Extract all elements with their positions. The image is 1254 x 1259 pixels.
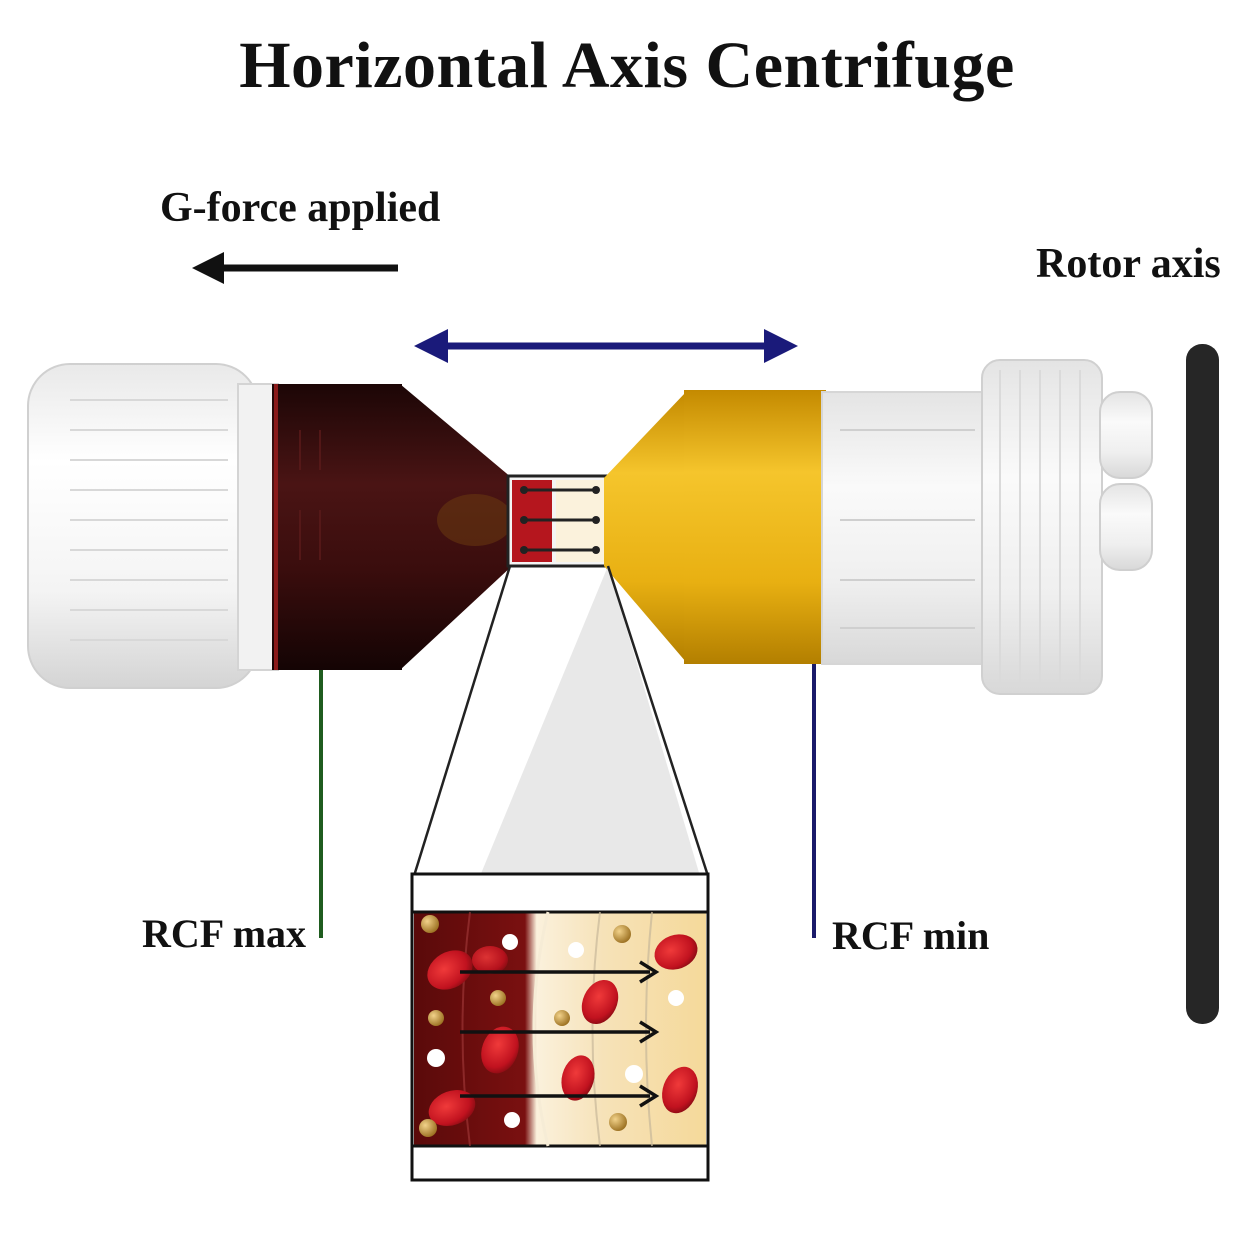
plasma-syringe (604, 390, 826, 664)
rcf-min-label: RCF min (832, 913, 990, 958)
white-cells (427, 934, 684, 1128)
gforce-label: G-force applied (160, 185, 441, 231)
left-syringe-cap (27, 363, 279, 689)
rotor-axis-bar (1186, 344, 1219, 1024)
diagram-title: Horizontal Axis Centrifuge (239, 29, 1015, 102)
transfer-arrow (414, 329, 798, 363)
zoom-lines (412, 565, 710, 877)
platelets (419, 915, 631, 1137)
rcf-max-label: RCF max (142, 911, 307, 956)
blood-syringe (272, 384, 513, 670)
red-blood-cells (427, 934, 698, 1126)
rotor-axis-label: Rotor axis (1036, 241, 1221, 287)
gforce-arrow (192, 252, 398, 284)
inset-magnified-view (410, 872, 710, 1182)
connector-valve (506, 474, 610, 568)
clear-syringe-barrel (821, 359, 1153, 695)
separation-arrows (460, 960, 660, 1108)
